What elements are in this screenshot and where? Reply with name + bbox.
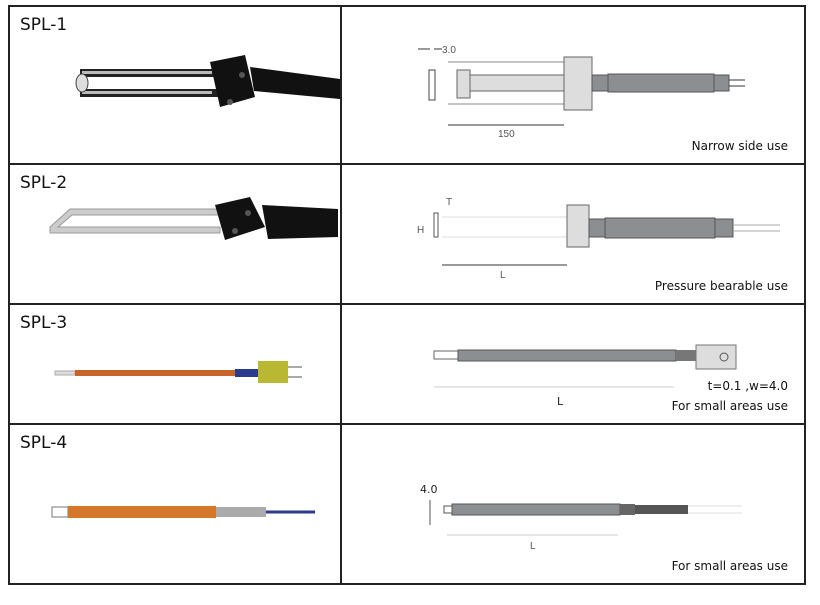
- spl4-drawing: 4.0 L: [420, 483, 742, 552]
- use-description: For small areas use: [671, 399, 788, 413]
- spl3-drawing: L: [433, 344, 737, 408]
- model-label: SPL-2: [20, 173, 68, 193]
- spl1-photo: [75, 55, 340, 107]
- model-label: SPL-4: [20, 433, 68, 453]
- spl2-drawing: T H L: [417, 197, 780, 281]
- table-row: SPL-3 L t=0.1 ,w=4.0 For small areas use: [10, 305, 804, 425]
- product-table: SPL-1 3.0 150 Narrow side use SPL-2: [8, 5, 806, 585]
- use-description: Narrow side use: [691, 139, 788, 153]
- spl4-photo: [51, 506, 315, 518]
- use-description: For small areas use: [671, 559, 788, 573]
- photo-cell: SPL-4: [10, 425, 342, 583]
- dim-height: H: [417, 225, 424, 236]
- drawing-cell: L t=0.1 ,w=4.0 For small areas use: [342, 305, 804, 423]
- dim-length: L: [500, 270, 506, 281]
- use-description: Pressure bearable use: [654, 279, 788, 293]
- dim-length: 150: [498, 129, 515, 140]
- table-row: SPL-2 T H L Pressure bearable use: [10, 165, 804, 305]
- drawing-cell: 4.0 L For small areas use: [342, 425, 804, 583]
- model-label: SPL-1: [20, 15, 68, 35]
- photo-cell: SPL-3: [10, 305, 342, 423]
- table-row: SPL-1 3.0 150 Narrow side use: [10, 7, 804, 165]
- model-label: SPL-3: [20, 313, 68, 333]
- dim-thickness: T: [446, 197, 452, 208]
- dim-length: L: [557, 395, 564, 408]
- spl2-photo: [49, 197, 338, 240]
- photo-cell: SPL-1: [10, 7, 342, 163]
- dim-length: L: [530, 541, 536, 552]
- spl1-drawing: 3.0 150: [418, 45, 745, 140]
- drawing-cell: 3.0 150 Narrow side use: [342, 7, 804, 163]
- dim-width: 4.0: [420, 483, 438, 496]
- spl3-photo: [54, 361, 302, 383]
- spec-text: t=0.1 ,w=4.0: [707, 379, 788, 393]
- table-row: SPL-4 4.0 L For small areas use: [10, 425, 804, 583]
- dim-thickness: 3.0: [442, 45, 456, 56]
- drawing-cell: T H L Pressure bearable use: [342, 165, 804, 303]
- photo-cell: SPL-2: [10, 165, 342, 303]
